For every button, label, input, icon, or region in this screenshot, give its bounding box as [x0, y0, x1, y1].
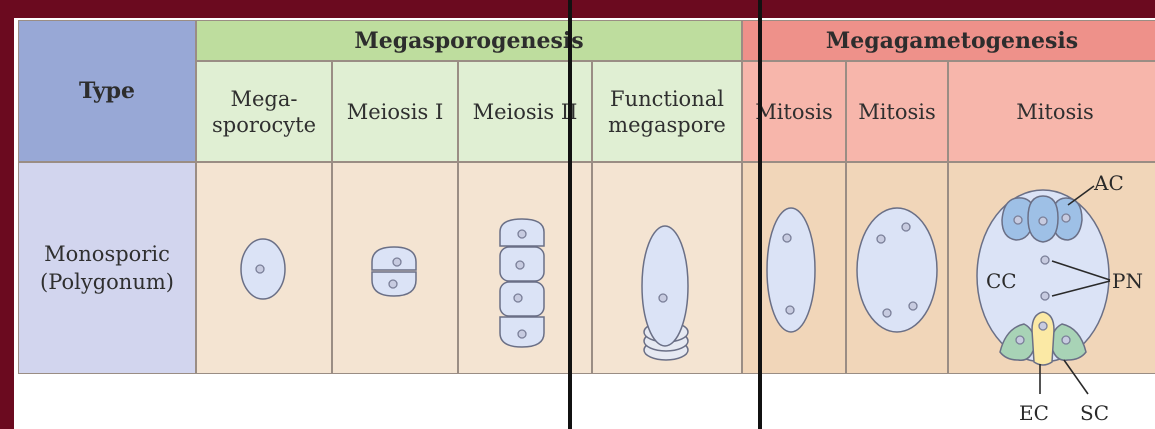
nucleus — [1062, 214, 1070, 222]
sc-label: SC — [1080, 401, 1109, 425]
overlay-line-right — [758, 0, 762, 429]
nucleus — [516, 261, 524, 269]
nucleus — [883, 309, 891, 317]
nucleus — [256, 265, 264, 273]
nucleus — [514, 294, 522, 302]
ec-label: EC — [1019, 401, 1049, 425]
nucleus — [909, 302, 917, 310]
nucleus — [1062, 336, 1070, 344]
polar-nucleus — [1041, 256, 1049, 264]
nucleus — [902, 223, 910, 231]
overlay-line-left — [568, 0, 572, 429]
nucleus — [877, 235, 885, 243]
sc-leader-line — [1064, 360, 1088, 394]
nucleus — [1014, 216, 1022, 224]
cc-label: CC — [986, 269, 1017, 293]
nucleus — [659, 294, 667, 302]
nucleus — [518, 330, 526, 338]
nucleus — [1039, 322, 1047, 330]
pn-label: PN — [1112, 269, 1143, 293]
nucleus — [1016, 336, 1024, 344]
ac-label: AC — [1093, 171, 1124, 195]
nucleus — [389, 280, 397, 288]
ac-leader-line — [1068, 186, 1094, 205]
nucleus — [518, 230, 526, 238]
nucleus — [783, 234, 791, 242]
polar-nucleus — [1041, 292, 1049, 300]
nucleus — [786, 306, 794, 314]
egg-cell — [1032, 312, 1054, 365]
nucleus — [393, 258, 401, 266]
nucleus — [1039, 217, 1047, 225]
four-nucleate-sac — [857, 208, 937, 332]
functional-megaspore-cell — [642, 226, 688, 346]
